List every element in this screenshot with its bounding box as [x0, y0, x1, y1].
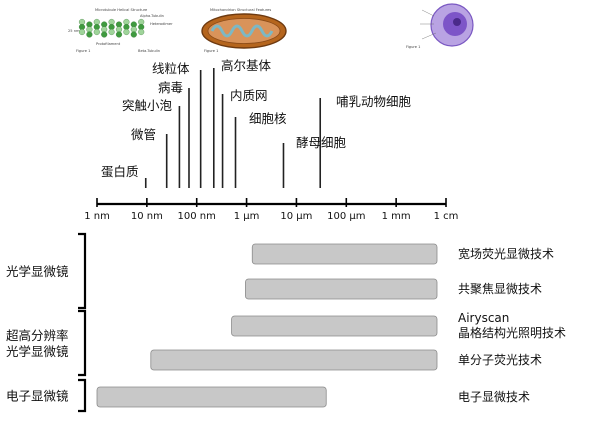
technique-label: 晶格结构光照明技术: [458, 325, 566, 340]
group-bracket: [78, 232, 87, 310]
scale-tick-label: 10 nm: [131, 211, 163, 222]
cell-illustration: Figure 1: [406, 3, 474, 49]
technique-range-bar: [251, 243, 438, 265]
technique-range-bar: [245, 278, 438, 300]
scale-tick-label: 1 nm: [84, 211, 110, 222]
structure-mitochondria: 线粒体: [152, 61, 202, 188]
structure-label: 酵母细胞: [296, 135, 347, 150]
technique-label: 电子显微技术: [458, 390, 530, 404]
tubulin-subunit: [93, 28, 100, 36]
tubulin-subunit: [78, 28, 86, 36]
microtubule-figure-caption: Figure 1: [76, 49, 90, 53]
scale-tick-label: 1 µm: [234, 211, 260, 222]
microtubule-figure-title: Microtubule Helical Structure: [95, 8, 148, 12]
group-bracket: [78, 378, 87, 413]
technique-single-molecule: 单分子荧光技术: [150, 349, 542, 371]
microtubule-figure-label: Heterodimer: [150, 22, 173, 26]
tubulin-subunit: [108, 28, 115, 36]
structure-markers: 蛋白质 微管 突触小泡 病毒 线粒体 高尔基体内质网细胞核酵母细胞 哺乳动物细胞: [101, 58, 412, 188]
technique-confocal: 共聚焦显微技术: [245, 278, 542, 300]
cell-figure-caption: Figure 1: [406, 45, 420, 49]
scale-axis: 1 nm 10 nm 100 nm 1 µm 10 µm 100 µm 1 mm 1 cm: [84, 198, 458, 222]
structure-er: 内质网: [221, 88, 268, 188]
structure-microtubule: 微管: [131, 127, 168, 188]
structure-label: 蛋白质: [101, 164, 139, 179]
structure-golgi: 高尔基体: [212, 58, 272, 188]
microtubule-figure-label: Beta-Tubulin: [138, 49, 160, 53]
scale-tick-label: 100 µm: [327, 211, 365, 222]
structure-label: 哺乳动物细胞: [336, 94, 412, 109]
cell-pointer-lines: [420, 9, 437, 40]
tubulin-helix: [78, 18, 145, 38]
technique-label: 宽场荧光显微技术: [458, 246, 554, 261]
mitochondrion-cristae: [210, 24, 274, 38]
group-label: 电子显微镜: [6, 389, 69, 404]
scale-tick-label: 10 µm: [280, 211, 312, 222]
scale-tick-label: 1 cm: [434, 211, 459, 222]
technique-range-bar: [96, 386, 327, 408]
technique-em: 电子显微技术: [96, 386, 530, 408]
technique-widefield: 宽场荧光显微技术: [251, 243, 554, 265]
technique-label: 共聚焦显微技术: [458, 282, 542, 296]
technique-label: Airyscan: [458, 311, 509, 325]
group-optical: 光学显微镜: [6, 232, 87, 310]
technique-range-bar: [231, 315, 438, 337]
group-label: 光学显微镜: [6, 264, 69, 279]
mitochondrion-inner-membrane: [207, 18, 281, 44]
technique-label: 单分子荧光技术: [458, 353, 542, 367]
tubulin-subunit: [138, 28, 145, 36]
technique-range-bar: [150, 349, 438, 371]
microtubule-illustration: Microtubule Helical Structure Alpha-Tubu…: [68, 8, 173, 53]
mitochondrion-illustration: Mitochondrion Structural Features Figure…: [201, 8, 287, 53]
structure-virus: 病毒: [158, 80, 190, 188]
tubulin-subunit: [123, 28, 130, 36]
group-label: 光学显微镜: [6, 344, 69, 359]
mitochondria-figure-title: Mitochondrion Structural Features: [210, 8, 271, 12]
structure-label: 内质网: [230, 88, 268, 103]
structure-label: 高尔基体: [221, 58, 272, 73]
microtubule-figure-label: Protofilament: [96, 42, 121, 46]
mitochondria-figure-caption: Figure 1: [204, 49, 218, 53]
tubulin-subunit: [115, 31, 123, 38]
scale-tick-label: 1 mm: [382, 211, 411, 222]
tubulin-subunit: [130, 31, 137, 38]
technique-bars: 宽场荧光显微技术共聚焦显微技术Airyscan晶格结构光照明技术单分子荧光技术电…: [96, 243, 566, 408]
scale-axis-ticks: 1 nm 10 nm 100 nm 1 µm 10 µm 100 µm 1 mm 1 cm: [84, 198, 458, 222]
structure-label: 突触小泡: [122, 98, 173, 113]
structure-mammalian-cell: 哺乳动物细胞: [319, 94, 412, 188]
scale-tick-label: 100 nm: [178, 211, 216, 222]
structure-label: 微管: [131, 127, 156, 142]
tubulin-subunit: [86, 31, 93, 38]
microtubule-figure-label: Alpha-Tubulin: [140, 14, 164, 18]
tubulin-subunit: [101, 31, 108, 38]
structure-yeast-cell: 酵母细胞: [282, 135, 347, 188]
microtubule-figure-label: 25 nm: [68, 29, 80, 33]
structure-synaptic-vesicle: 突触小泡: [122, 98, 181, 188]
group-label: 超高分辨率: [6, 328, 69, 343]
structure-label: 线粒体: [152, 61, 190, 76]
group-bracket: [78, 309, 87, 377]
cell-nucleolus: [453, 18, 461, 26]
structure-protein: 蛋白质: [101, 164, 147, 188]
figures-row: Microtubule Helical Structure Alpha-Tubu…: [68, 3, 474, 53]
structure-label: 细胞核: [249, 111, 287, 126]
structure-nucleus: 细胞核: [234, 111, 287, 188]
structure-label: 病毒: [158, 80, 183, 95]
group-electron: 电子显微镜: [6, 378, 87, 413]
